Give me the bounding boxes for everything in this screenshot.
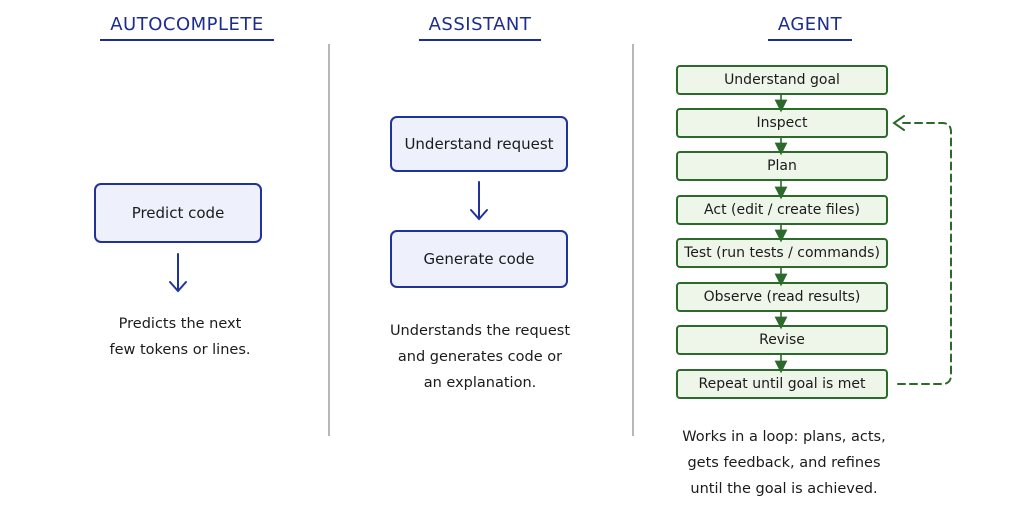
step-label: Plan (767, 158, 797, 174)
loop-arrow-head (892, 115, 905, 131)
step-label: Revise (759, 332, 805, 348)
agent-step-box: Act (edit / create files) (676, 195, 888, 225)
step-label: Repeat until goal is met (698, 376, 866, 392)
agent-step-box: Repeat until goal is met (676, 369, 888, 399)
assistant-step-box: Understand request (390, 116, 568, 172)
autocomplete-description: Predicts the next few tokens or lines. (109, 316, 251, 358)
agent-step-box: Plan (676, 151, 888, 181)
dashed-loop-arrow-icon (897, 122, 952, 385)
step-label: Predict code (131, 204, 225, 222)
agent-step-box: Understand goal (676, 65, 888, 95)
arrow-down-icon (470, 181, 488, 221)
agent-step-box: Revise (676, 325, 888, 355)
assistant-step-box: Generate code (390, 230, 568, 288)
agent-step-box: Inspect (676, 108, 888, 138)
agent-step-box: Test (run tests / commands) (676, 238, 888, 268)
column-divider (632, 44, 634, 436)
autocomplete-step-box: Predict code (94, 183, 262, 243)
step-label: Observe (read results) (703, 289, 861, 305)
column-divider (328, 44, 330, 436)
step-label: Test (run tests / commands) (684, 245, 880, 261)
agent-step-box: Observe (read results) (676, 282, 888, 312)
step-label: Understand request (404, 135, 554, 153)
agent-description: Works in a loop: plans, acts, gets feedb… (682, 429, 886, 497)
step-label: Understand goal (724, 72, 840, 88)
column-title-autocomplete: AUTOCOMPLETE (87, 14, 287, 42)
step-label: Generate code (423, 250, 535, 268)
arrow-down-icon (169, 253, 187, 293)
column-title-assistant: ASSISTANT (380, 14, 580, 42)
assistant-description: Understands the request and generates co… (389, 323, 571, 391)
step-label: Act (edit / create files) (704, 202, 860, 218)
step-label: Inspect (756, 115, 808, 131)
column-title-agent: AGENT (710, 14, 910, 42)
